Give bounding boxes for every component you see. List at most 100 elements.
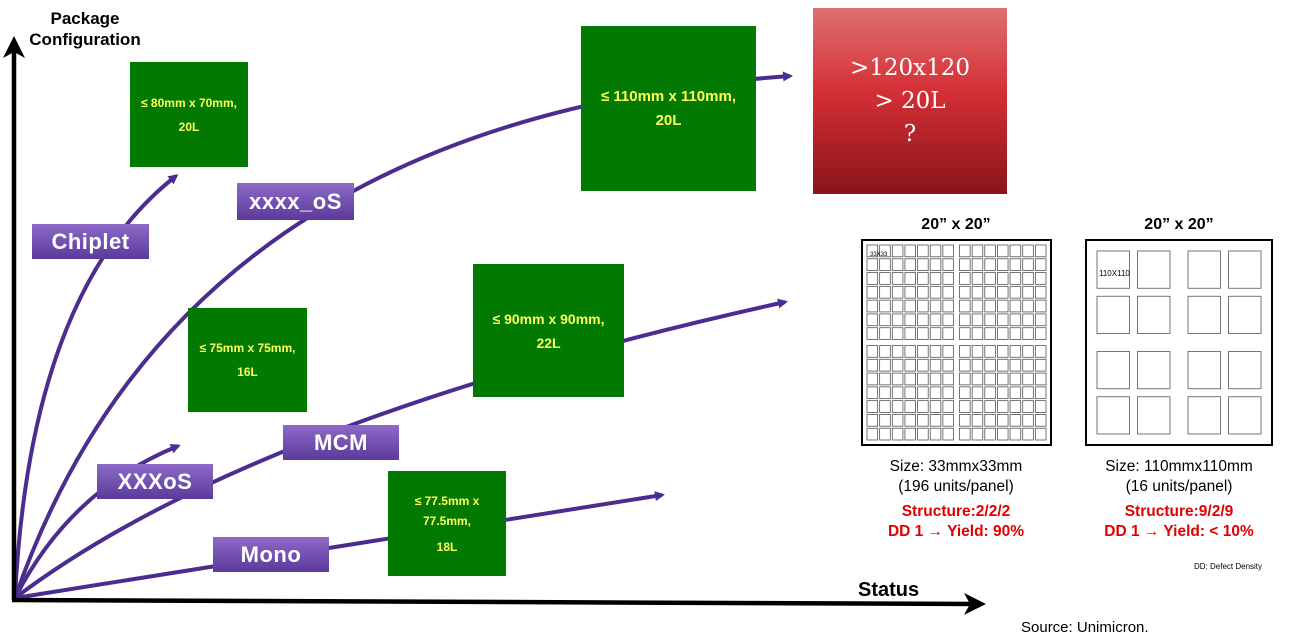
- panel-unit: [891, 414, 904, 427]
- panel-unit: [984, 327, 996, 340]
- panel-unit: [866, 272, 879, 285]
- panel-unit: [971, 285, 984, 299]
- panel-unit: [904, 272, 916, 285]
- panel-unit: [904, 299, 916, 313]
- label-mono: Mono: [213, 537, 329, 572]
- panel-unit: [959, 358, 971, 372]
- panel-unit: [984, 244, 996, 258]
- panel-unit: [866, 299, 879, 313]
- panel-right-structure: Structure:9/2/9: [1124, 503, 1234, 520]
- panel-unit: [942, 285, 954, 299]
- panel-unit: [929, 244, 942, 258]
- panel-unit: [891, 386, 904, 400]
- panel-unit: [1096, 396, 1130, 435]
- panel-unit: [879, 414, 891, 427]
- panel-unit: [1187, 351, 1221, 390]
- panel-unit: [942, 386, 954, 400]
- panel-unit: [891, 327, 904, 340]
- panel-unit: [917, 258, 929, 271]
- panel-unit: [866, 400, 879, 413]
- panel-unit: [942, 327, 954, 340]
- panel-unit: [917, 414, 929, 427]
- arrow-mono: [14, 491, 665, 600]
- panel-unit: [1034, 358, 1047, 372]
- panel-unit: [997, 414, 1009, 427]
- panel-unit: [1034, 313, 1047, 327]
- panel-unit: [879, 345, 891, 358]
- spec-mono-size-2: 77.5mm,: [422, 513, 472, 528]
- panel-unit: [1022, 386, 1034, 400]
- panel-unit: [942, 258, 954, 271]
- panel-unit: [866, 386, 879, 400]
- panel-unit: [866, 244, 879, 258]
- panel-unit: [1022, 372, 1034, 386]
- panel-unit: [891, 244, 904, 258]
- panel-unit: [1187, 250, 1221, 289]
- panel-unit: [997, 258, 1009, 271]
- spec-xxxos-layers: 16L: [237, 365, 258, 379]
- panel-unit: [997, 345, 1009, 358]
- spec-box-xxxos: ≤ 75mm x 75mm, 16L: [188, 308, 307, 412]
- panel-unit: [984, 345, 996, 358]
- panel-unit: [1034, 414, 1047, 427]
- y-axis-title-line1: Package: [50, 9, 120, 28]
- panel-unit: [971, 345, 984, 358]
- panel-unit: [904, 244, 916, 258]
- panel-unit: [984, 358, 996, 372]
- panel-unit: [929, 372, 942, 386]
- panel-right-size: Size: 110mmx110mm: [1105, 458, 1253, 475]
- panel-unit: [959, 427, 971, 441]
- panel-unit: [984, 400, 996, 413]
- panel-unit: [1009, 358, 1022, 372]
- panel-unit: [997, 285, 1009, 299]
- panel-unit: [971, 258, 984, 271]
- panel-unit: [929, 414, 942, 427]
- panel-unit: [904, 427, 916, 441]
- panel-unit: [1034, 258, 1047, 271]
- spec-mono-layers: 18L: [436, 539, 458, 554]
- panel-unit: [879, 285, 891, 299]
- panel-unit: [866, 345, 879, 358]
- panel-unit: [959, 313, 971, 327]
- panel-unit: [1022, 414, 1034, 427]
- panel-unit: [984, 427, 996, 441]
- panel-unit: [1034, 285, 1047, 299]
- panel-unit: [959, 414, 971, 427]
- panel-unit: [904, 372, 916, 386]
- panel-unit: [997, 386, 1009, 400]
- panel-unit: [879, 427, 891, 441]
- panel-unit: [929, 313, 942, 327]
- panel-unit: [866, 285, 879, 299]
- source-credit: Source: Unimicron.: [1021, 619, 1149, 636]
- future-question-mark: ?: [903, 120, 917, 147]
- panel-unit: [984, 258, 996, 271]
- panel-unit: [1009, 272, 1022, 285]
- panel-unit: [1022, 345, 1034, 358]
- panel-unit: [879, 358, 891, 372]
- spec-mcm-layers: 22L: [536, 334, 561, 351]
- panel-unit: [1009, 313, 1022, 327]
- panel-unit: [997, 358, 1009, 372]
- panel-left-structure: Structure:2/2/2: [901, 503, 1011, 520]
- panel-right-unit-label: 110X110: [1099, 269, 1130, 278]
- y-axis-title: Package Configuration: [20, 8, 150, 50]
- panel-unit: [984, 285, 996, 299]
- spec-box-xxxx-os: ≤ 110mm x 110mm, 20L: [581, 26, 756, 191]
- panel-unit: [917, 299, 929, 313]
- panel-unit: [917, 327, 929, 340]
- panel-unit: [891, 372, 904, 386]
- panel-unit: [1034, 372, 1047, 386]
- panel-unit: [1022, 258, 1034, 271]
- panel-unit: [971, 427, 984, 441]
- panel-unit: [1009, 345, 1022, 358]
- panel-unit: [1009, 427, 1022, 441]
- panel-unit: [917, 427, 929, 441]
- label-mcm: MCM: [283, 425, 399, 460]
- panel-unit: [942, 313, 954, 327]
- panel-unit: [1228, 250, 1262, 289]
- panel-unit: [929, 272, 942, 285]
- panel-unit: [866, 414, 879, 427]
- panel-unit: [1034, 327, 1047, 340]
- panel-unit: [1022, 400, 1034, 413]
- panel-right-grid: [1085, 239, 1273, 446]
